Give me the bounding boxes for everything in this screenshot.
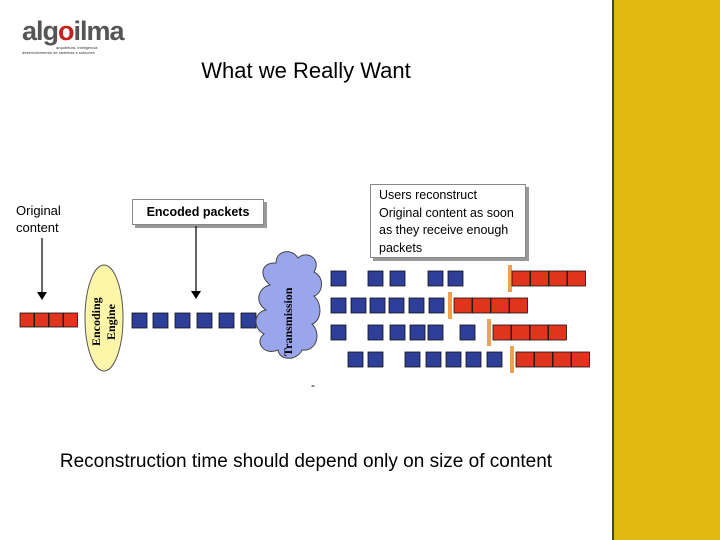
original-block (63, 312, 78, 328)
logo-wordmark: algoilma (22, 16, 125, 46)
logo-tagline-2: desenvolvimento de sistemas e solucoes (22, 50, 95, 55)
received-packet (389, 270, 406, 287)
received-packet (427, 324, 444, 341)
original-content-label: Original content (16, 203, 61, 235)
encoded-block (131, 312, 148, 329)
reconstructed-block (472, 297, 491, 314)
received-packet (389, 324, 406, 341)
received-packet (347, 351, 364, 368)
encoded-arrowhead (191, 291, 201, 299)
sidebar-bar (612, 0, 720, 540)
received-packet (425, 351, 442, 368)
reconstructed-block (567, 270, 586, 287)
received-packet (409, 324, 426, 341)
reconstructed-block (490, 297, 510, 314)
logo-tagline-1: arquitetura, inteligencia (56, 45, 98, 50)
received-packet (388, 297, 405, 314)
received-packet (404, 351, 421, 368)
reconstructed-block (548, 324, 567, 341)
transmission-cloud (255, 251, 322, 359)
received-packet (408, 297, 425, 314)
received-packet (486, 351, 503, 368)
encoded-block (218, 312, 235, 329)
received-packet (465, 351, 482, 368)
reconstruction-marker (448, 292, 452, 319)
original-block (34, 312, 49, 328)
received-packet (445, 351, 462, 368)
encoded-packets-callout: Encoded packets (132, 199, 264, 225)
transmission-label: Transmission (281, 287, 295, 356)
reconstructed-block (571, 351, 590, 368)
receiver-blocks (330, 265, 590, 373)
reconstructed-block (515, 351, 535, 368)
encoded-block (196, 312, 213, 329)
received-packet (427, 270, 444, 287)
dash-mark: - (311, 378, 315, 392)
encoded-block (152, 312, 169, 329)
received-packet (447, 270, 464, 287)
engine-label: Engine (104, 303, 118, 340)
received-packet (330, 297, 347, 314)
encoded-block (240, 312, 257, 329)
received-packet (367, 324, 384, 341)
reconstruction-marker (508, 265, 512, 292)
reconstructed-block (492, 324, 512, 341)
received-packet (350, 297, 367, 314)
reconstruction-marker (510, 346, 514, 373)
received-packet (369, 297, 386, 314)
reconstructed-block (534, 351, 553, 368)
reconstructed-block (552, 351, 572, 368)
reconstructed-block (453, 297, 473, 314)
reconstructed-block (511, 324, 530, 341)
received-packet (367, 351, 384, 368)
reconstructed-block (511, 270, 531, 287)
reconstructed-block (529, 324, 549, 341)
encoding-label: Encoding (89, 297, 103, 346)
reconstruction-marker (487, 319, 491, 346)
encoding-engine (84, 264, 124, 372)
received-packet (330, 324, 347, 341)
slide-title: What we Really Want (201, 58, 411, 83)
original-block (48, 312, 64, 328)
received-packet (428, 297, 445, 314)
original-blocks (19, 312, 78, 328)
original-arrowhead (37, 292, 47, 300)
reconstructed-block (509, 297, 528, 314)
received-packet (330, 270, 347, 287)
received-packet (459, 324, 476, 341)
reconstructed-block (530, 270, 549, 287)
reconstructed-block (548, 270, 568, 287)
users-reconstruct-callout: Users reconstruct Original content as so… (370, 184, 526, 258)
logo: algoilma arquitetura, inteligencia desen… (22, 16, 125, 56)
encoded-block (174, 312, 191, 329)
footer-caption: Reconstruction time should depend only o… (59, 451, 553, 472)
original-block (19, 312, 35, 328)
received-packet (367, 270, 384, 287)
